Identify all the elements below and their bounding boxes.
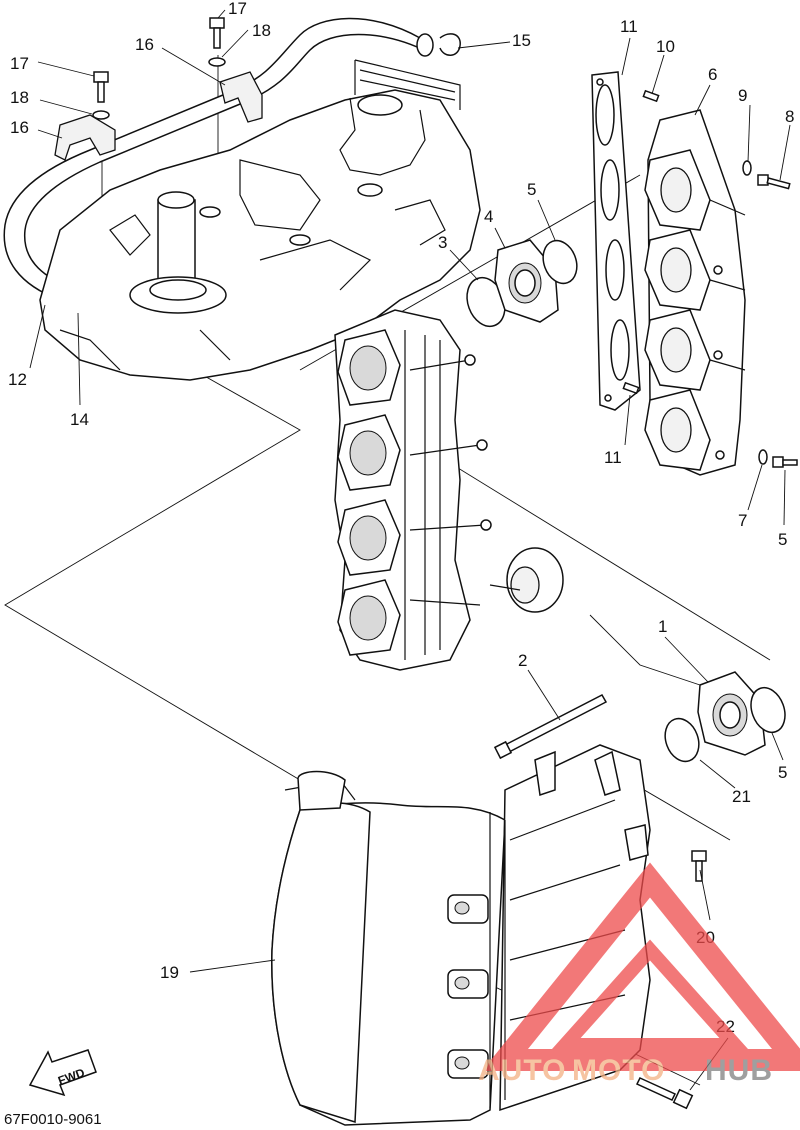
- bolt-9: [757, 174, 791, 190]
- callout-9: 8: [785, 107, 794, 126]
- dowel-pin-11-bottom: [622, 381, 640, 395]
- carb-throat-2: [337, 414, 401, 491]
- callout-13: 12: [8, 370, 27, 389]
- watermark-triangle-icon: [482, 862, 800, 1071]
- callout-6: 6: [708, 65, 717, 84]
- callout-labels: 17 18 16 17 18 16 12 14 15 11 10 6 9 8 5…: [8, 0, 794, 1036]
- carb-throat-1: [337, 329, 401, 406]
- callout-2: 2: [518, 651, 527, 670]
- callout-3: 3: [438, 233, 447, 252]
- bolt-22: [635, 1077, 694, 1110]
- callout-17-top: 17: [228, 0, 247, 18]
- bolt-17a: [209, 17, 225, 49]
- callout-5-lower: 5: [778, 763, 787, 782]
- callout-4: 4: [484, 207, 493, 226]
- bolt-20: [691, 850, 707, 882]
- o-ring-5-lower: [750, 686, 786, 734]
- watermark: AUTO MOTO HUB: [478, 862, 800, 1087]
- callout-16-top: 16: [135, 35, 154, 54]
- carburetor-assembly: [334, 309, 564, 671]
- callout-1: 1: [658, 617, 667, 636]
- bolt-7: [772, 456, 798, 468]
- callout-15: 15: [512, 31, 531, 50]
- engine-block: [39, 59, 481, 381]
- washer-18b: [92, 110, 110, 120]
- holder-bracket-16b: [54, 114, 116, 161]
- o-ring-5-upper: [542, 239, 578, 285]
- manifold-gasket-12: [591, 71, 641, 411]
- intake-silencer-19: [271, 744, 651, 1126]
- callout-11-bottom: 11: [604, 448, 622, 467]
- callout-12: 11: [620, 17, 638, 36]
- washer-10: [742, 160, 752, 176]
- callout-7: 5: [778, 530, 787, 549]
- bolt-17b: [93, 71, 109, 103]
- intake-manifold-6: [644, 109, 746, 476]
- silencer-slot-middle: [447, 969, 489, 999]
- carburetor-joint-4: [494, 239, 559, 323]
- silencer-slot-top: [447, 894, 489, 924]
- watermark-moto: MOTO: [572, 1054, 665, 1087]
- callout-5-upper: 5: [527, 180, 536, 199]
- diagram-code: 67F0010-9061: [4, 1111, 102, 1128]
- long-bolt-2: [493, 694, 608, 760]
- callout-18-top: 18: [252, 21, 271, 40]
- washer-8: [758, 449, 768, 465]
- holder-bracket-16a: [219, 71, 263, 123]
- callout-14: 14: [70, 410, 89, 429]
- callout-8: 7: [738, 511, 747, 530]
- o-ring-21: [664, 717, 700, 763]
- callout-10: 9: [738, 86, 747, 105]
- callout-21: 21: [732, 787, 751, 806]
- washer-18a: [208, 57, 226, 67]
- carburetor-joint-1: [697, 671, 766, 756]
- hose-clip-15: [439, 33, 461, 56]
- dowel-pin-11-top: [642, 89, 660, 103]
- carb-throat-4: [337, 579, 401, 656]
- carb-diaphragm-pump: [489, 547, 564, 613]
- watermark-auto: AUTO: [478, 1054, 566, 1087]
- callout-17-left: 17: [10, 54, 29, 73]
- fwd-arrow-icon: FWD: [28, 1049, 97, 1097]
- callout-16-left: 16: [10, 118, 29, 137]
- callout-11-top: 10: [656, 37, 675, 56]
- carb-throat-3: [337, 499, 401, 576]
- callout-19: 19: [160, 963, 179, 982]
- leader-lines: [29, 9, 791, 1091]
- watermark-hub: HUB: [705, 1054, 773, 1087]
- callout-18-left: 18: [10, 88, 29, 107]
